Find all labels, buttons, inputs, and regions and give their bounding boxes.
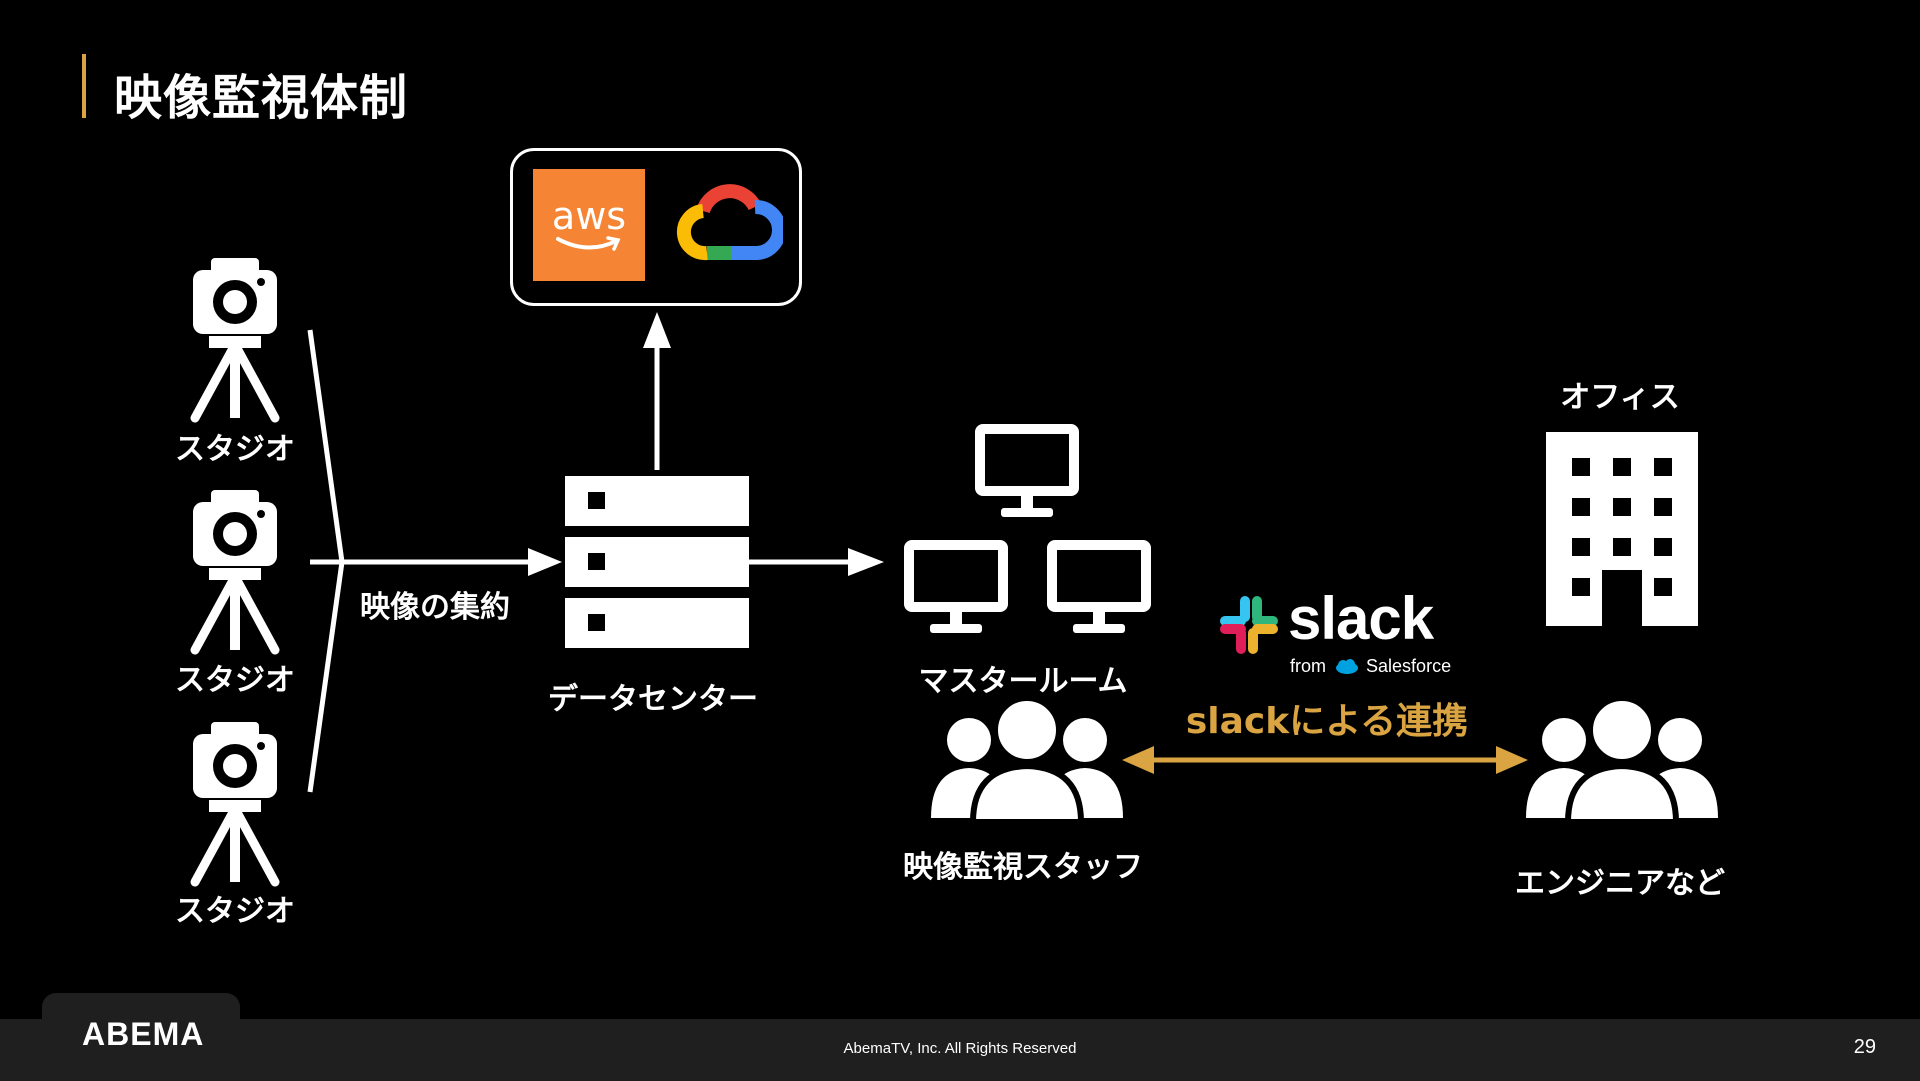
aggregation-label: 映像の集約 <box>360 590 510 625</box>
monitoring-staff-icon <box>931 698 1123 822</box>
studio-label-2: スタジオ <box>175 663 295 698</box>
studio-label-1: スタジオ <box>175 432 295 467</box>
studio-camera-3-icon <box>193 722 277 882</box>
monitor-top-icon <box>975 424 1079 517</box>
engineers-group-icon <box>1526 698 1718 822</box>
studio-camera-2-icon <box>193 490 277 650</box>
studio-camera-1-icon <box>193 258 277 418</box>
engineers-label: エンジニアなど <box>1515 866 1725 901</box>
page-title: 映像監視体制 <box>114 70 409 126</box>
slack-wordmark: slack <box>1288 585 1434 652</box>
google-cloud-logo <box>676 184 783 261</box>
slack-from-text: from <box>1290 656 1326 676</box>
aws-logo-text: aws <box>551 194 627 238</box>
slack-link-label: slackによる連携 <box>1185 701 1469 742</box>
datacenter-label: データセンター <box>548 682 758 717</box>
slack-link-arrow-right <box>1496 746 1528 774</box>
server-rack-icon <box>565 476 749 648</box>
aggregation-arrowhead <box>528 548 562 576</box>
cloud-arrowhead <box>643 312 671 348</box>
cloud-providers-box: aws <box>510 148 802 306</box>
slack-logo: slack from Salesforce <box>1218 585 1458 678</box>
salesforce-text: Salesforce <box>1366 656 1452 676</box>
aws-logo: aws <box>533 169 645 281</box>
merge-line-bottom <box>307 561 345 793</box>
monitor-left-icon <box>904 540 1008 633</box>
master-arrowhead <box>848 548 884 576</box>
monitoring-staff-label: 映像監視スタッフ <box>903 850 1143 885</box>
master-room-label: マスタールーム <box>918 664 1128 699</box>
monitor-right-icon <box>1047 540 1151 633</box>
title-accent-bar <box>82 54 86 118</box>
office-label: オフィス <box>1560 380 1680 415</box>
page-number: 29 <box>1853 1036 1876 1058</box>
studio-label-3: スタジオ <box>175 894 295 929</box>
office-building-icon <box>1546 432 1698 626</box>
footer-bar <box>0 1019 1920 1081</box>
abema-logo: ABEMA <box>82 1016 205 1052</box>
footer-logo-tab <box>42 993 240 1063</box>
slack-hash-icon <box>1220 596 1278 654</box>
slack-link-arrow-left <box>1122 746 1154 774</box>
merge-line-top <box>307 329 345 563</box>
aws-smile-icon <box>556 236 621 251</box>
copyright-text: AbemaTV, Inc. All Rights Reserved <box>843 1040 1077 1057</box>
slack-from-salesforce: from Salesforce <box>1290 656 1451 677</box>
salesforce-cloud-icon <box>1336 659 1359 675</box>
